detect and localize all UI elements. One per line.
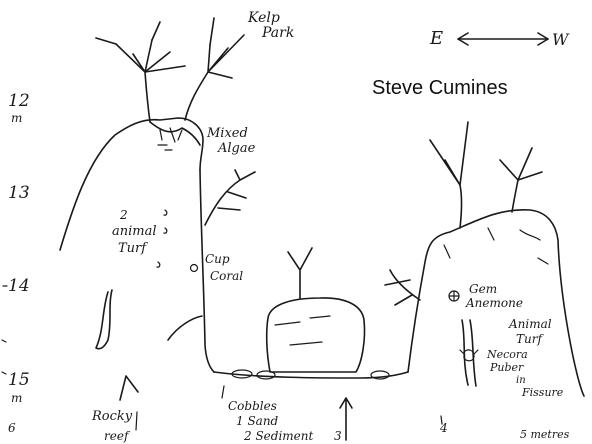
kelp-stem [185,72,208,120]
boulder-texture [275,316,330,345]
kelp-fronds [208,35,244,78]
cobbles-label-2: 1 Sand [236,414,279,428]
scale-label: 5 metres [520,428,570,441]
kelp-fronds [500,148,542,180]
rocky-reef-label-2: reef [104,429,131,443]
cup-coral-label-2: Coral [210,269,243,283]
rocky-reef-arrow [120,376,138,400]
necora-label-3: in [516,375,526,386]
boulder-outline [267,298,365,372]
animal-turf-left-label-2: Turf [118,241,148,256]
kelp-park-label-1: Kelp [247,10,280,26]
animal-turf-left-label-1: animal [112,224,157,239]
turf-marks [157,210,167,267]
cobbles-label-3: 2 Sediment [243,429,314,443]
cup-coral-icon [191,265,198,272]
bottom-marker-4: 4 [439,421,448,435]
wall-kelp-fronds [218,170,255,210]
wall-kelp-stem [205,180,240,225]
kelp-stem [145,72,150,122]
depth-15-unit: m [11,391,22,405]
rocky-reef-sketch [96,290,112,349]
animal-turf-right-label-2: Turf [516,332,544,346]
kelp-fronds-tips [210,18,214,45]
boulder-kelp [288,248,312,298]
kelp-park-group: Kelp Park [96,10,294,122]
bottom-marker-3: 3 [334,429,342,443]
gem-anemone-label-2: Anemone [465,296,523,310]
depth-12: 12 [8,91,30,111]
mixed-algae-label-1: Mixed [206,126,248,141]
depth-scale: 12 m 13 14 15 m [3,91,30,405]
right-pinnacle: Gem Anemone Animal Turf Necora Puber in … [385,122,584,399]
orientation-arrow: E W [429,28,570,49]
rocky-reef: Rocky reef [91,290,138,443]
necora-crab-icon [460,350,478,361]
mixed-algae-label-2: Algae [217,141,256,156]
cup-coral-label-1: Cup [205,252,230,266]
credit-text: Steve Cumines [372,77,508,100]
seafloor: Cobbles 1 Sand 2 Sediment [214,370,408,443]
seafloor-line [214,372,408,378]
depth-13: 13 [8,183,30,203]
kelp-park-label-2: Park [261,25,294,41]
gem-anemone-detail [450,292,458,300]
cobbles-pointer [222,386,224,398]
kelp-fronds [116,40,185,72]
animal-turf-left-number: 2 [119,208,128,222]
kelp-stem [460,185,462,228]
rock-crack [168,316,202,340]
rocky-reef-label-1: Rocky [91,409,133,424]
bottom-marker-6: 6 [8,421,16,435]
sediment-arrow [340,398,352,440]
left-pinnacle: Mixed Algae 2 animal Turf Cup Coral [60,118,256,372]
central-boulder [267,248,365,372]
edge-marks [2,340,6,374]
kelp-stem [512,180,518,212]
depth-15: 15 [8,370,30,390]
cobbles-label-1: Cobbles [228,399,277,413]
animal-turf-right-label-1: Animal [508,317,552,331]
necora-label-4: Fissure [521,386,564,399]
gem-anemone-label-1: Gem [469,282,497,296]
rock-texture [444,228,548,264]
reef-tick [136,412,137,430]
depth-14: 14 [8,276,30,296]
necora-label-1: Necora [486,348,528,361]
side-kelp [385,270,420,305]
west-label: W [552,30,570,49]
east-label: E [429,28,443,49]
necora-label-2: Puber [489,361,524,374]
kelp-fronds-tips [96,22,160,44]
depth-12-unit: m [11,111,22,125]
kelp-fronds [430,122,468,185]
